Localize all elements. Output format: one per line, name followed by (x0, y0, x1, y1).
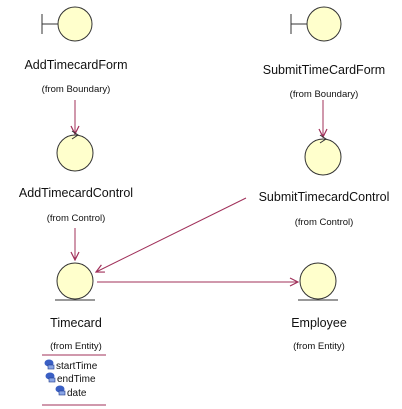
attribute-icon (45, 372, 56, 383)
control-icon (56, 130, 94, 172)
attribute-row[interactable]: date (55, 385, 87, 400)
boundary-icon (290, 6, 342, 42)
timecard-entity[interactable]: Timecard (from Entity) startTime endTime… (42, 262, 106, 406)
attribute-name: startTime (56, 361, 98, 372)
element-name: Timecard (50, 316, 102, 330)
element-name: AddTimecardControl (19, 186, 133, 200)
attribute-icon (44, 359, 55, 370)
submit-timecard-control[interactable]: SubmitTimecardControl (from Control) (259, 134, 390, 228)
associations (75, 100, 323, 282)
attribute-icon (55, 385, 66, 396)
attribute-row[interactable]: startTime (44, 359, 98, 373)
boundary-icon (41, 6, 93, 42)
control-icon (304, 134, 342, 176)
element-name: SubmitTimecardControl (259, 190, 390, 204)
attribute-name: endTime (57, 374, 96, 385)
entity-icon (55, 262, 95, 301)
add-timecard-form[interactable]: AddTimecardForm (from Boundary) (24, 6, 128, 95)
element-package: (from Entity) (293, 341, 345, 352)
attribute-row[interactable]: endTime (45, 372, 96, 386)
element-name: SubmitTimeCardForm (263, 63, 385, 77)
element-package: (from Control) (47, 213, 106, 224)
element-package: (from Boundary) (42, 84, 111, 95)
element-name: AddTimecardForm (24, 58, 127, 72)
entity-icon (298, 262, 338, 301)
attribute-name: date (67, 388, 87, 399)
submit-timecard-form[interactable]: SubmitTimeCardForm (from Boundary) (263, 6, 385, 100)
element-name: Employee (291, 316, 347, 330)
element-package: (from Control) (295, 217, 354, 228)
element-package: (from Boundary) (290, 89, 359, 100)
element-package: (from Entity) (50, 341, 102, 352)
employee-entity[interactable]: Employee (from Entity) (291, 262, 347, 352)
add-timecard-control[interactable]: AddTimecardControl (from Control) (19, 130, 133, 224)
association-submitcontrol-to-timecard[interactable] (96, 197, 247, 272)
